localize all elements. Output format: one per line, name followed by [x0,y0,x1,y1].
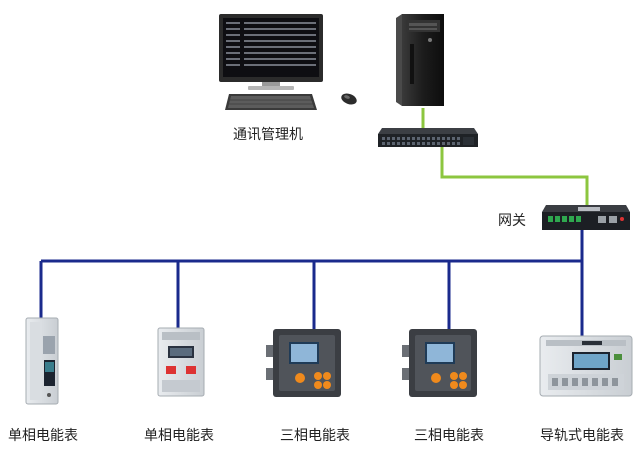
switch-to-gateway-link [440,146,589,205]
network-switch-icon [378,128,478,147]
rs485-bus [39,229,584,336]
three-phase-meter-icon-1 [266,329,341,397]
three-phase-meter-icon-2 [402,329,477,397]
keyboard-icon [225,94,317,110]
gateway-label: 网关 [498,213,526,229]
server-tower-icon [396,14,444,106]
din-rail-meter-icon [539,335,633,397]
single-phase-meter-icon-2 [157,327,205,397]
meter-label-1: 单相电能表 [8,428,78,444]
meter-label-3: 三相电能表 [280,428,350,444]
mouse-icon [341,93,357,105]
meter-label-2: 单相电能表 [144,428,214,444]
workstation-label: 通讯管理机 [233,127,303,143]
single-phase-meter-icon-1 [25,317,59,405]
meter-label-5: 导轨式电能表 [540,428,624,444]
monitor-icon [219,14,323,90]
meter-label-4: 三相电能表 [414,428,484,444]
ethernet-links [421,108,589,205]
gateway-device-icon [542,205,630,230]
